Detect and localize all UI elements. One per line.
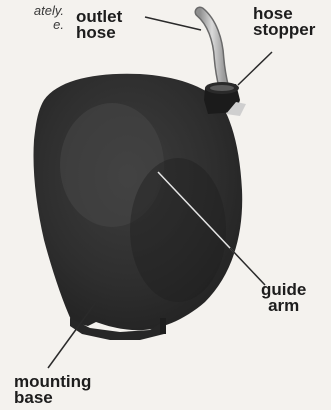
stopper-ring-highlight	[210, 85, 234, 91]
leader-outlet-hose	[145, 17, 201, 30]
label-guide-arm: guide arm	[261, 282, 306, 314]
leader-hose-stopper	[238, 52, 272, 85]
label-guide-arm-line2: arm	[261, 298, 306, 314]
label-mounting-base-line2: base	[14, 390, 91, 406]
label-outlet-hose: outlet hose	[76, 9, 122, 41]
label-outlet-hose-line2: hose	[76, 25, 122, 41]
label-mounting-base: mounting base	[14, 374, 91, 406]
label-hose-stopper: hose stopper	[253, 6, 315, 38]
label-hose-stopper-line2: stopper	[253, 22, 315, 38]
body-shadow	[130, 158, 226, 302]
base-tab	[160, 318, 166, 334]
leader-guide-arm-outer	[230, 248, 265, 285]
